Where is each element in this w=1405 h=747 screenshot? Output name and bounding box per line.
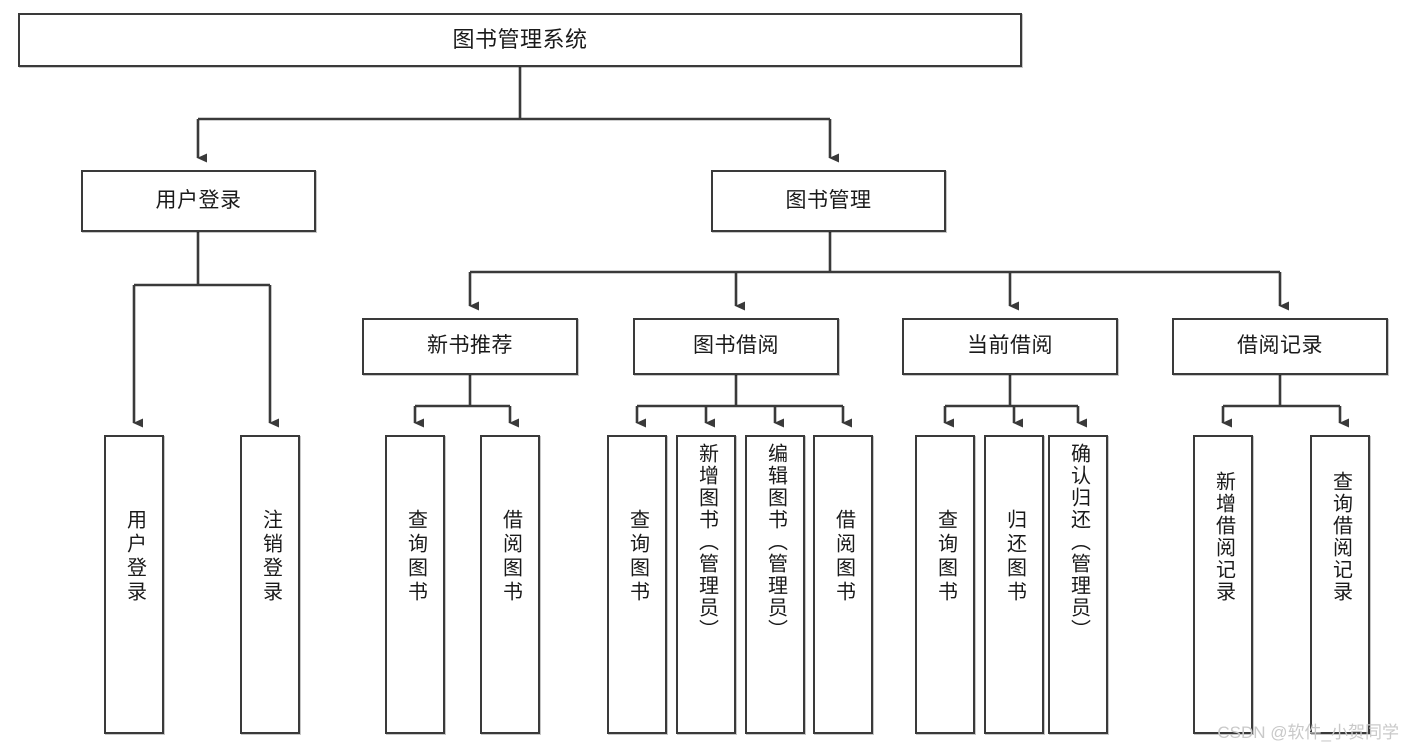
leaf-book-borrow-borrow-books[interactable]: 借阅图书 [813,435,873,734]
node-label: 查询借阅记录 [1329,471,1352,603]
node-label: 确认归还（管理员） [1067,443,1090,641]
node-label: 借阅记录 [1237,334,1323,358]
node-label: 图书管理 [785,188,872,212]
leaf-borrow-record-query-record[interactable]: 查询借阅记录 [1310,435,1370,734]
node-label: 归还图书 [1003,509,1026,605]
leaf-user-login-login[interactable]: 用户登录 [104,435,164,734]
node-label: 借阅图书 [499,509,522,605]
node-book-borrow[interactable]: 图书借阅 [633,318,839,375]
node-label: 用户登录 [155,188,242,212]
node-label: 查询图书 [934,509,957,605]
node-label: 新增借阅记录 [1212,471,1235,603]
node-label: 借阅图书 [832,509,855,605]
leaf-user-login-logout[interactable]: 注销登录 [240,435,300,734]
node-label: 查询图书 [404,509,427,605]
node-label: 当前借阅 [967,334,1053,358]
leaf-current-borrow-confirm-return-admin[interactable]: 确认归还（管理员） [1048,435,1108,734]
leaf-book-borrow-add-book-admin[interactable]: 新增图书（管理员） [676,435,736,734]
leaf-borrow-record-add-record[interactable]: 新增借阅记录 [1193,435,1253,734]
node-root-book-management-system[interactable]: 图书管理系统 [18,13,1022,67]
node-book-management[interactable]: 图书管理 [711,170,946,232]
node-label: 查询图书 [626,509,649,605]
node-label: 用户登录 [123,509,146,605]
node-new-book-recommend[interactable]: 新书推荐 [362,318,578,375]
node-label: 图书管理系统 [452,27,588,53]
leaf-current-borrow-return-books[interactable]: 归还图书 [984,435,1044,734]
node-label: 新书推荐 [427,334,513,358]
node-current-borrow[interactable]: 当前借阅 [902,318,1118,375]
leaf-book-borrow-edit-book-admin[interactable]: 编辑图书（管理员） [745,435,805,734]
node-user-login[interactable]: 用户登录 [81,170,316,232]
leaf-new-book-query-books[interactable]: 查询图书 [385,435,445,734]
leaf-book-borrow-query-books[interactable]: 查询图书 [607,435,667,734]
csdn-watermark: CSDN @软件_小贺同学 [1217,723,1399,742]
node-label: 编辑图书（管理员） [764,443,787,641]
node-label: 注销登录 [259,509,282,605]
node-label: 新增图书（管理员） [695,443,718,641]
leaf-new-book-borrow-books[interactable]: 借阅图书 [480,435,540,734]
node-label: 图书借阅 [693,334,779,358]
node-borrow-record[interactable]: 借阅记录 [1172,318,1388,375]
leaf-current-borrow-query-books[interactable]: 查询图书 [915,435,975,734]
